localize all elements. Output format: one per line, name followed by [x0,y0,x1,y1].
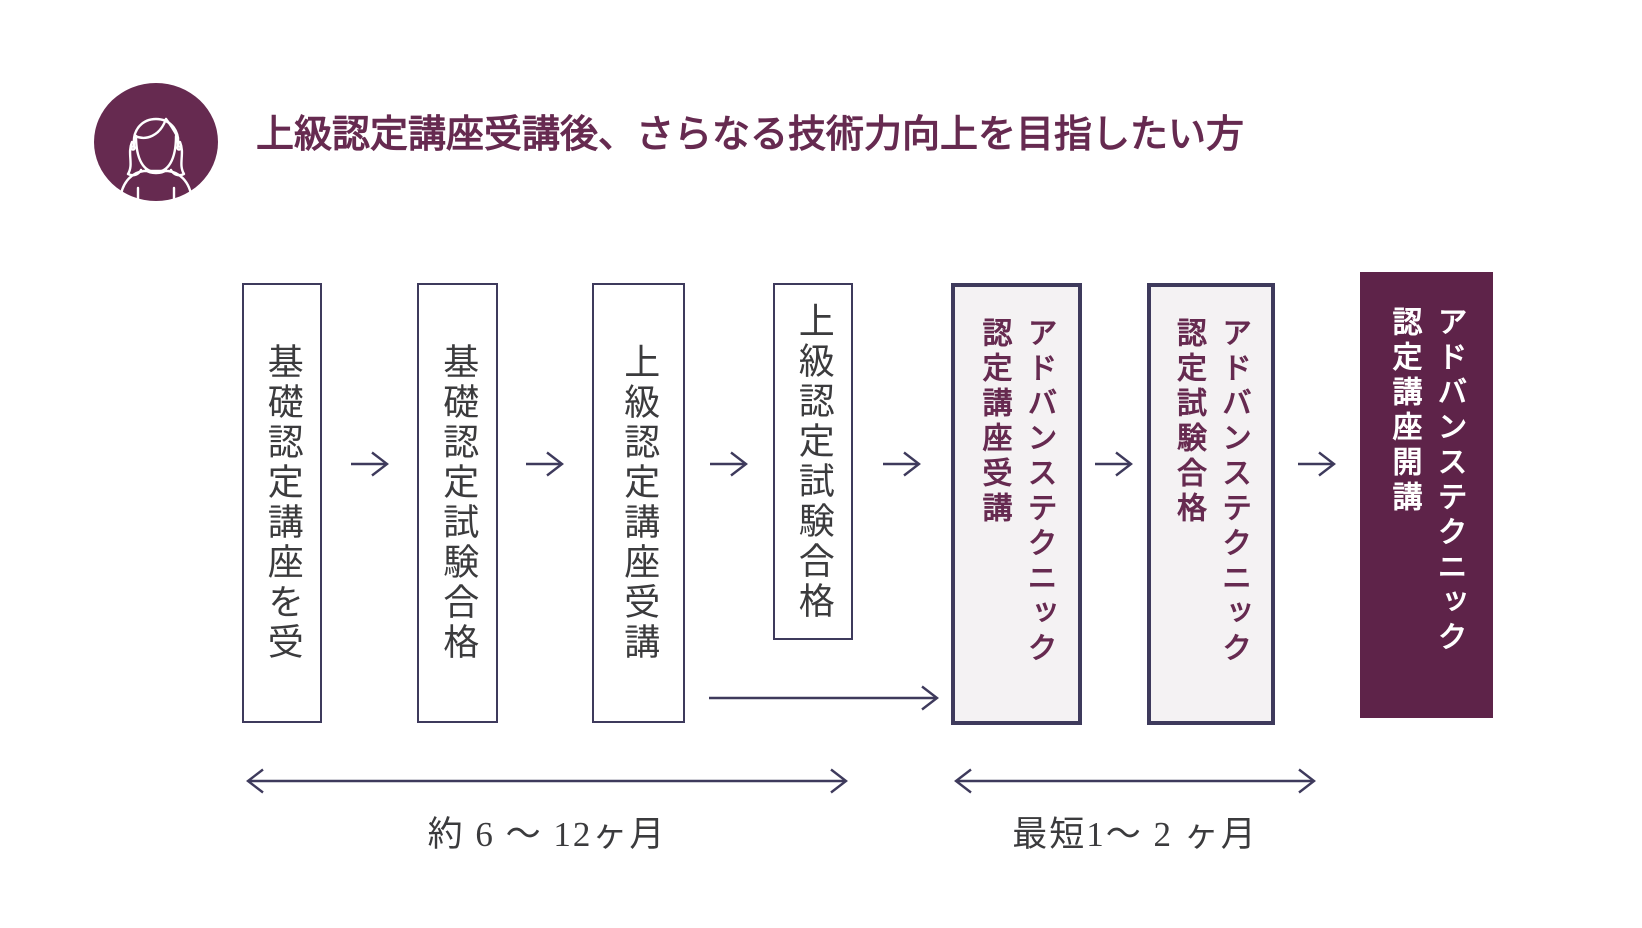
flow-arrow-3 [709,448,749,480]
flow-step-label-line1: アドバンステクニック [1217,317,1250,667]
duration-arrow-phase2 [954,768,1316,794]
flow-step-advanced-exam-pass: 上級認定試験合格 [773,283,853,640]
flow-step-label: アドバンステクニック 認定講座受講 [972,317,1062,667]
flow-arrow-6 [1297,448,1337,480]
flow-step-basic-course: 基礎認定講座を受 [242,283,322,723]
avatar-badge [94,82,218,202]
flow-step-label-line1: アドバンステクニック [1022,317,1056,667]
bypass-arrow [709,685,939,711]
flow-arrow-2 [525,448,565,480]
flow-step-label: アドバンステクニック 認定講座開講 [1382,306,1472,656]
flow-step-basic-exam-pass: 基礎認定試験合格 [417,283,498,723]
flow-step-label-line2: 認定講座受講 [977,317,1011,527]
flow-step-advance-technique-course-open: アドバンステクニック 認定講座開講 [1360,272,1493,718]
flow-step-label-line1: アドバンステクニック [1432,306,1466,656]
flow-arrow-4 [882,448,922,480]
woman-avatar-icon [94,83,218,202]
duration-label-phase1: 約 6 〜 12ヶ月 [427,815,667,854]
flow-step-advance-technique-exam-pass: アドバンステクニック 認定試験合格 [1147,283,1275,725]
flow-step-label-line2: 認定講座開講 [1387,306,1421,516]
duration-arrow-phase1 [246,768,848,794]
flow-step-label: アドバンステクニック 認定試験合格 [1166,317,1256,667]
flow-step-advance-technique-course: アドバンステクニック 認定講座受講 [951,283,1082,725]
flow-arrow-5 [1094,448,1134,480]
duration-label-phase2: 最短1〜 2 ヶ月 [1012,815,1258,854]
page-title: 上級認定講座受講後、さらなる技術力向上を目指したい方 [256,114,1245,156]
flow-step-label: 基礎認定試験合格 [438,343,479,663]
flow-step-label-line2: 認定試験合格 [1172,317,1205,527]
flow-step-label: 上級認定講座受講 [619,343,660,663]
flow-step-advanced-course: 上級認定講座受講 [592,283,685,723]
flow-step-label: 基礎認定講座を受 [262,343,303,663]
flow-step-label: 上級認定試験合格 [793,301,834,622]
flow-arrow-1 [350,448,390,480]
